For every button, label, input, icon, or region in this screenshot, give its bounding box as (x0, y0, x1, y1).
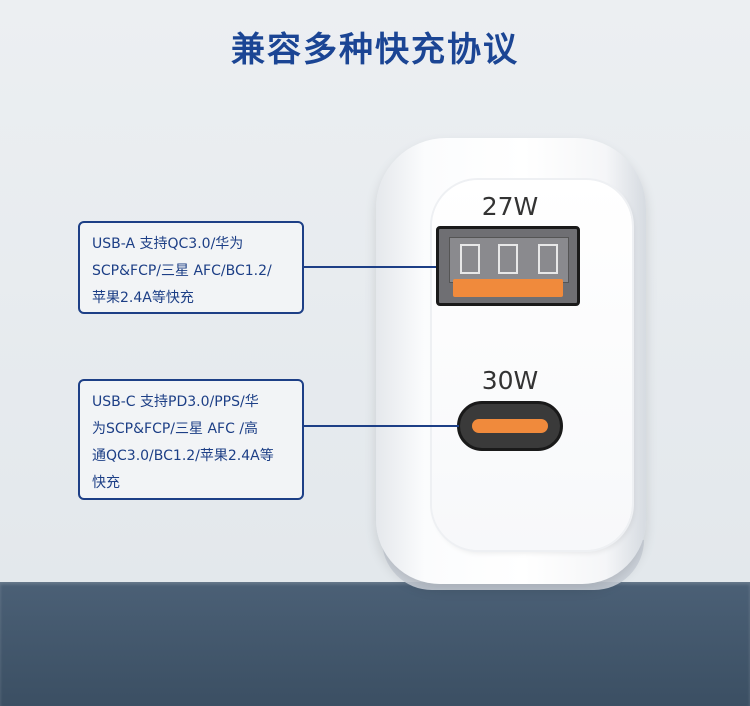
usb-c-wattage: 30W (481, 366, 539, 395)
floor-surface (0, 582, 750, 706)
usb-c-callout-line-1: USB-C 支持PD3.0/PPS/华 (92, 394, 259, 410)
usb-a-callout-line (302, 266, 436, 268)
usb-c-tongue (472, 419, 548, 433)
usb-a-callout: USB-A 支持QC3.0/华为 SCP&FCP/三星 AFC/BC1.2/ 苹… (78, 221, 304, 314)
usb-a-callout-line-1: USB-A 支持QC3.0/华为 (92, 236, 244, 252)
usb-a-wattage: 27W (481, 192, 539, 221)
usb-c-port (457, 401, 563, 451)
usb-c-callout-line (302, 425, 459, 427)
page-title: 兼容多种快充协议 (231, 30, 519, 70)
usb-a-tongue (453, 279, 563, 297)
usb-a-port (436, 226, 580, 306)
usb-a-pin (538, 244, 558, 274)
usb-a-port-cavity (449, 237, 569, 283)
usb-a-callout-line-3: 苹果2.4A等快充 (92, 290, 194, 306)
usb-a-pin (498, 244, 518, 274)
usb-c-callout-line-4: 快充 (92, 475, 120, 491)
usb-c-callout-line-3: 通QC3.0/BC1.2/苹果2.4A等 (92, 448, 274, 464)
usb-a-pin (460, 244, 480, 274)
usb-c-callout-line-2: 为SCP&FCP/三星 AFC /高 (92, 421, 259, 437)
usb-c-callout: USB-C 支持PD3.0/PPS/华 为SCP&FCP/三星 AFC /高 通… (78, 379, 304, 500)
usb-a-callout-line-2: SCP&FCP/三星 AFC/BC1.2/ (92, 263, 272, 279)
